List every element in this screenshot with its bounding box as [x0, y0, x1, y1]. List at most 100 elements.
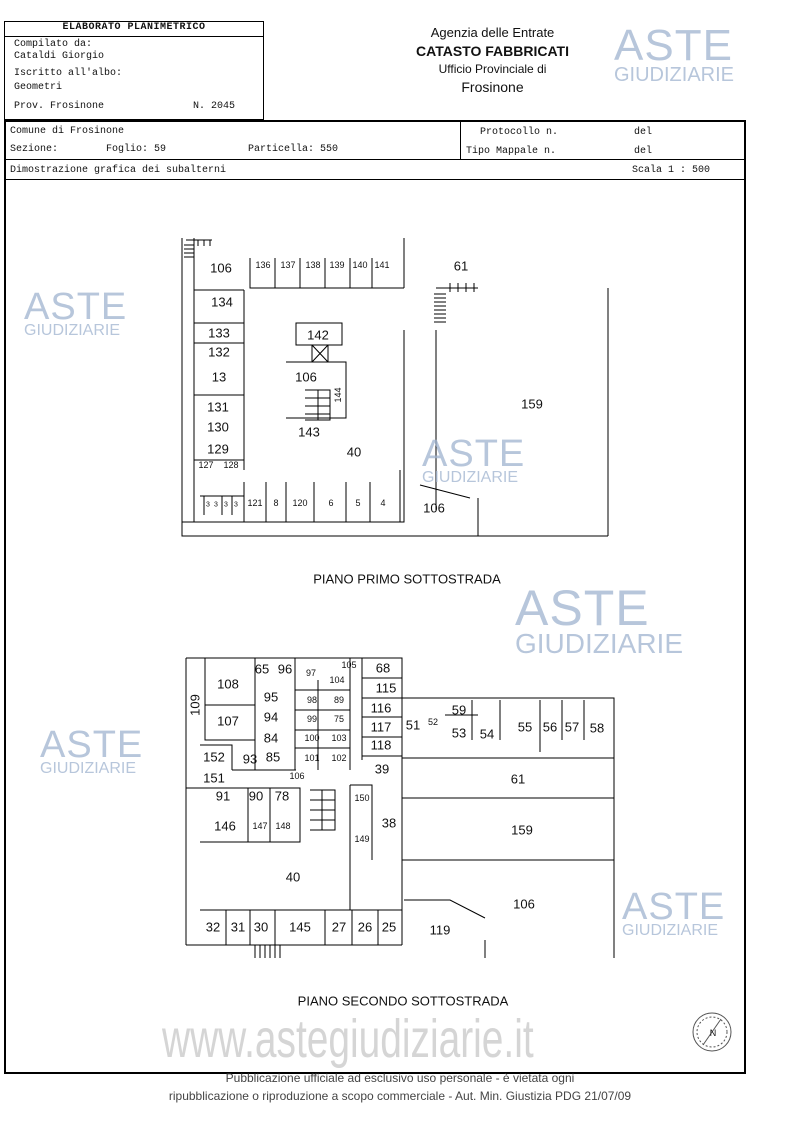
unit-label: 95: [263, 689, 279, 705]
unit-label: 120: [292, 498, 308, 508]
unit-label: 56: [542, 719, 558, 735]
unit-label: 105: [341, 660, 357, 670]
unit-label: 78: [274, 788, 290, 804]
unit-label: 128: [223, 460, 239, 470]
footer-line-2: ripubblicazione o riproduzione a scopo c…: [168, 1089, 632, 1103]
unit-label: 38: [381, 815, 397, 831]
unit-label: 84: [263, 730, 279, 746]
particella: Particella: 550: [248, 144, 339, 155]
unit-label: 13: [211, 369, 227, 385]
floor1-title: PIANO PRIMO SOTTOSTRADA: [313, 571, 501, 587]
unit-label: 54: [479, 726, 495, 742]
unit-label: 75: [333, 714, 345, 724]
unit-label: 133: [208, 325, 230, 341]
unit-label: 85: [265, 749, 281, 765]
unit-label: 106: [289, 771, 305, 781]
footer-line-1: Pubblicazione ufficiale ad esclusivo uso…: [225, 1071, 575, 1085]
sezione: Sezione:: [10, 144, 59, 155]
unit-label: 53: [451, 725, 467, 741]
catasto-title: CATASTO FABBRICATI: [416, 43, 569, 59]
unit-label: 144: [333, 387, 343, 403]
unit-label: 139: [329, 260, 345, 270]
office-city: Frosinone: [461, 79, 524, 95]
unit-label: 57: [564, 719, 580, 735]
unit-label: 131: [207, 399, 229, 415]
unit-label: 159: [511, 822, 533, 838]
agency-name: Agenzia delle Entrate: [430, 25, 555, 40]
unit-label: 136: [255, 260, 271, 270]
unit-label: 25: [381, 919, 397, 935]
unit-label: 141: [374, 260, 390, 270]
tipo-mappale-value: del: [634, 146, 653, 157]
unit-label: 90: [248, 788, 264, 804]
compilato-name: Cataldi Giorgio: [14, 51, 105, 62]
unit-label: 151: [203, 770, 225, 786]
unit-label: 5: [355, 498, 361, 508]
unit-label: 4: [380, 498, 386, 508]
unit-label: 93: [242, 751, 258, 767]
unit-label: 39: [374, 761, 390, 777]
unit-label: 3: [234, 501, 238, 509]
comune: Comune di Frosinone: [10, 126, 125, 137]
unit-label: 8: [273, 498, 279, 508]
unit-label: 91: [215, 788, 231, 804]
unit-label: 40: [285, 869, 301, 885]
agency-block: Agenzia delle Entrate CATASTO FABBRICATI…: [380, 24, 605, 96]
unit-label: 104: [329, 675, 345, 685]
unit-label: 3: [214, 501, 218, 509]
plan-frame: Comune di Frosinone Sezione: Foglio: 59 …: [4, 120, 746, 1074]
protocollo-label: Protocollo n.: [480, 127, 559, 138]
registration-number: N. 2045: [193, 101, 236, 112]
unit-label: 65: [254, 661, 270, 677]
unit-label: 40: [346, 444, 362, 460]
unit-label: 102: [331, 753, 347, 763]
unit-label: 3: [206, 501, 210, 509]
unit-label: 101: [304, 753, 320, 763]
unit-label: 152: [203, 749, 225, 765]
unit-label: 108: [217, 676, 239, 692]
unit-label: 32: [205, 919, 221, 935]
unit-label: 98: [306, 695, 318, 705]
office: Ufficio Provinciale di: [438, 62, 547, 76]
unit-label: 116: [370, 700, 392, 716]
unit-label: 100: [304, 733, 320, 743]
dimostrazione-label: Dimostrazione grafica dei subalterni: [10, 165, 227, 176]
divider: [6, 159, 744, 160]
unit-label: 137: [280, 260, 296, 270]
unit-label: 145: [289, 919, 311, 935]
unit-label: 58: [589, 720, 605, 736]
unit-label: 59: [451, 702, 467, 718]
unit-label: 150: [354, 793, 370, 803]
floor2-title: PIANO SECONDO SOTTOSTRADA: [297, 993, 509, 1009]
unit-label: 52: [427, 717, 439, 727]
unit-label: 148: [275, 821, 291, 831]
unit-label: 106: [295, 369, 317, 385]
unit-label: 51: [405, 717, 421, 733]
unit-label: 117: [370, 719, 392, 735]
unit-label: 68: [375, 660, 391, 676]
unit-label: 140: [352, 260, 368, 270]
unit-label: 26: [357, 919, 373, 935]
unit-label: 134: [211, 294, 233, 310]
unit-label: 118: [370, 737, 392, 753]
unit-label: 106: [513, 896, 535, 912]
iscritto-label: Iscritto all'albo:: [14, 68, 123, 79]
unit-label: 149: [354, 834, 370, 844]
unit-label: 94: [263, 709, 279, 725]
unit-label: 129: [207, 441, 229, 457]
scale: Scala 1 : 500: [632, 165, 711, 176]
document-title: ELABORATO PLANIMETRICO: [5, 22, 263, 37]
foglio: Foglio: 59: [106, 144, 167, 155]
unit-label: 119: [429, 922, 451, 938]
unit-label: 121: [247, 498, 263, 508]
tipo-mappale-label: Tipo Mappale n.: [466, 146, 557, 157]
albo: Geometri: [14, 82, 63, 93]
unit-label: 27: [331, 919, 347, 935]
unit-label: 61: [453, 258, 469, 274]
unit-label: 55: [517, 719, 533, 735]
unit-label: 138: [305, 260, 321, 270]
divider: [460, 122, 461, 159]
province: Prov. Frosinone: [14, 101, 105, 112]
